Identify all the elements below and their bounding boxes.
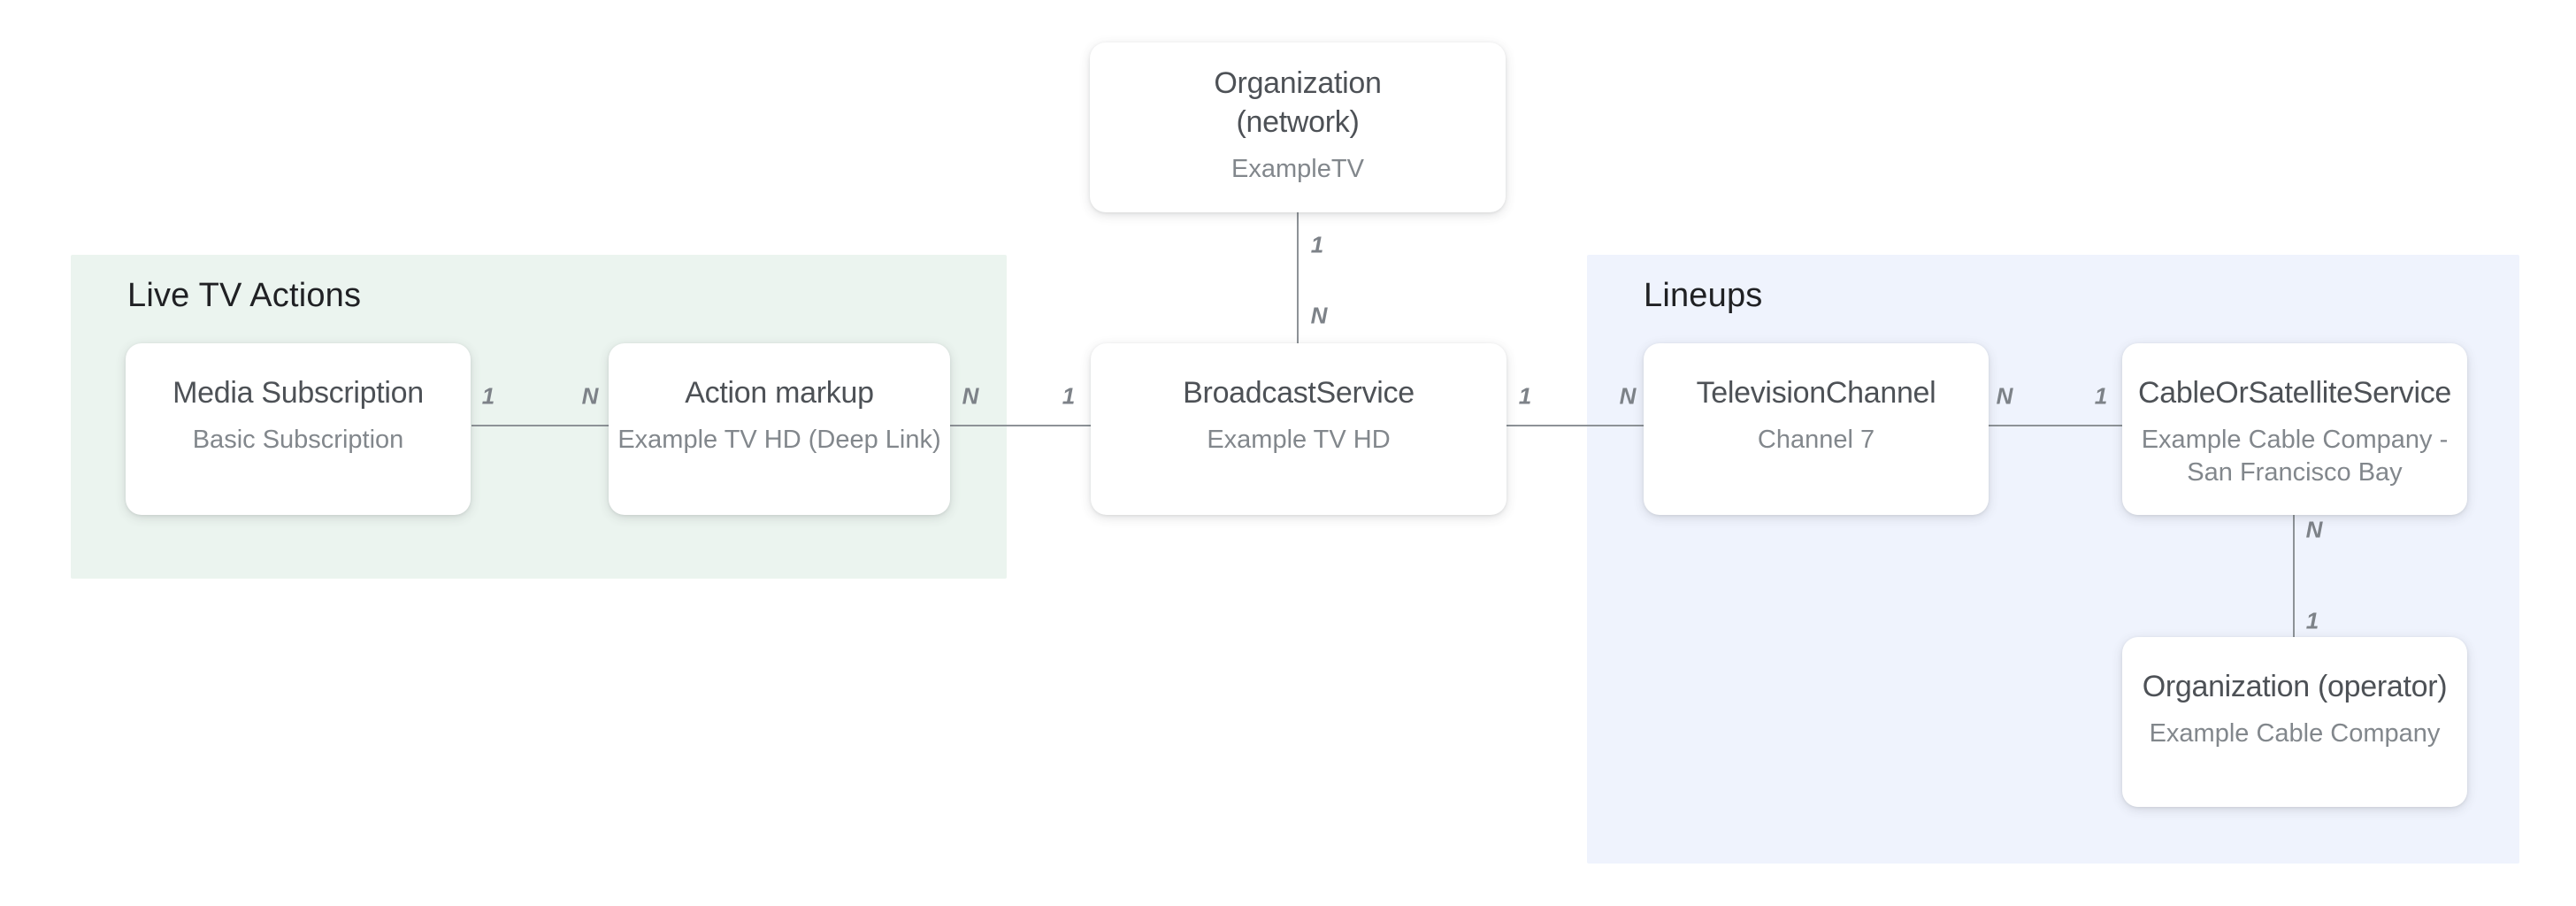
edge-broadcast-service-to-television-channel [1506, 425, 1644, 426]
cardinality-label: N [2305, 516, 2323, 543]
node-title: Media Subscription [172, 376, 424, 410]
edge-television-channel-to-cable-or-satellite [1989, 425, 2122, 426]
node-title: TelevisionChannel [1696, 376, 1936, 410]
edge-action-markup-to-broadcast-service [950, 425, 1091, 426]
cardinality-label: 1 [481, 382, 495, 410]
cardinality-label: 1 [1310, 231, 1324, 258]
region-lineups-title: Lineups [1644, 277, 1763, 314]
node-broadcast-service: BroadcastService Example TV HD [1091, 343, 1506, 515]
node-subtitle: Channel 7 [1757, 426, 1875, 454]
cardinality-label: 1 [2305, 607, 2319, 634]
node-subtitle: Example Cable Company - San Francisco Ba… [2141, 426, 2449, 487]
region-live-tv-actions-title: Live TV Actions [127, 277, 362, 314]
cardinality-label: 1 [1518, 382, 1532, 410]
cardinality-label: N [1619, 382, 1637, 410]
node-subtitle: ExampleTV [1231, 155, 1364, 183]
node-organization-operator: Organization (operator) Example Cable Co… [2122, 637, 2467, 807]
edge-media-subscription-to-action-markup [472, 425, 609, 426]
node-subtitle: Basic Subscription [192, 426, 404, 454]
node-title: Action markup [685, 376, 874, 410]
node-subtitle: Example Cable Company [2149, 719, 2441, 748]
cardinality-label: 1 [1062, 382, 1076, 410]
cardinality-label: N [1310, 302, 1328, 329]
node-cable-or-satellite-service: CableOrSatelliteService Example Cable Co… [2122, 343, 2467, 515]
node-media-subscription: Media Subscription Basic Subscription [126, 343, 471, 515]
cardinality-label: N [1996, 382, 2013, 410]
node-subtitle: Example TV HD (Deep Link) [617, 426, 941, 454]
node-television-channel: TelevisionChannel Channel 7 [1644, 343, 1989, 515]
edge-organization-network-to-broadcast-service [1297, 212, 1299, 343]
cardinality-label: N [581, 382, 599, 410]
node-organization-network: Organization (network) ExampleTV [1090, 42, 1506, 212]
node-title: Organization (operator) [2142, 670, 2448, 703]
cardinality-label: 1 [2094, 382, 2108, 410]
node-title: BroadcastService [1183, 376, 1414, 410]
edge-cable-or-satellite-to-organization-operator [2293, 515, 2295, 637]
node-title: Organization (network) [1214, 66, 1382, 139]
node-action-markup: Action markup Example TV HD (Deep Link) [609, 343, 950, 515]
node-subtitle: Example TV HD [1207, 426, 1391, 454]
node-title: CableOrSatelliteService [2137, 376, 2452, 410]
cardinality-label: N [962, 382, 979, 410]
